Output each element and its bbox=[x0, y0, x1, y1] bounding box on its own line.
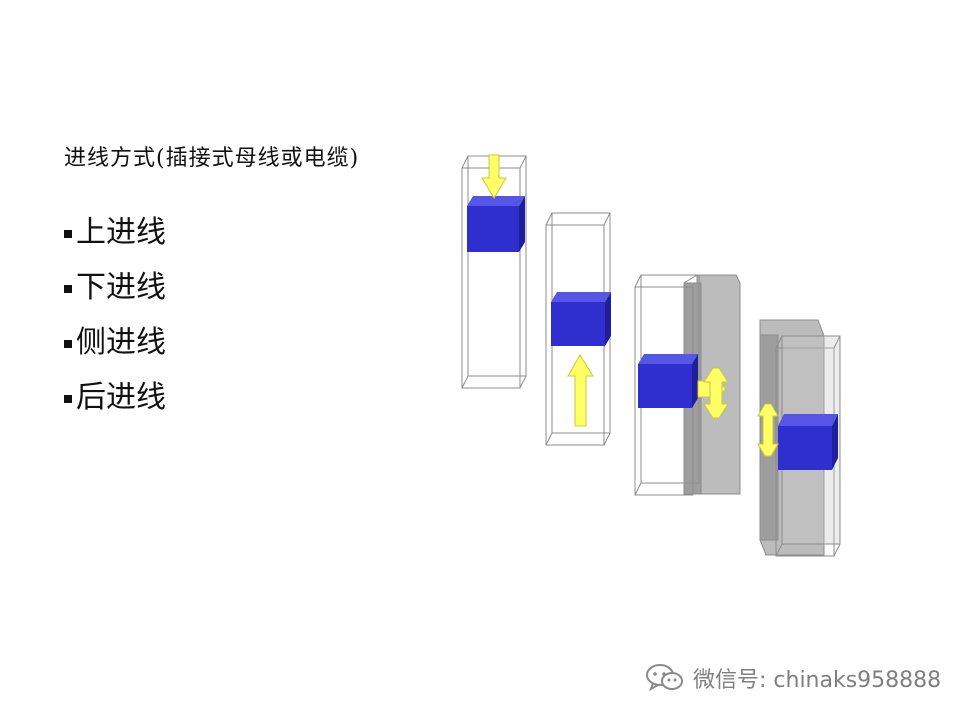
square-bullet-icon bbox=[64, 229, 72, 238]
watermark: 微信号: chinaks958888 bbox=[645, 662, 941, 694]
cabinet-top-entry bbox=[461, 154, 527, 389]
square-bullet-icon bbox=[64, 394, 72, 403]
bullet-list: 上进线 下进线 侧进线 后进线 bbox=[64, 205, 166, 425]
bullet-item-rear-entry: 后进线 bbox=[64, 370, 166, 425]
arrow-down-icon bbox=[481, 154, 507, 199]
cabinet-bottom-entry bbox=[545, 212, 611, 446]
cabinet-side-entry bbox=[634, 274, 741, 496]
arrow-up-icon bbox=[567, 354, 594, 427]
bullet-label: 侧进线 bbox=[76, 325, 166, 360]
cabinet-rear-entry bbox=[757, 319, 841, 557]
arrow-left-right-icon bbox=[697, 367, 729, 419]
square-bullet-icon bbox=[64, 339, 72, 348]
arrow-up-down-icon bbox=[757, 403, 779, 457]
bullet-item-bottom-entry: 下进线 bbox=[64, 260, 166, 315]
wechat-icon bbox=[645, 663, 685, 693]
busbar-box bbox=[778, 414, 838, 470]
busbar-box bbox=[551, 292, 611, 346]
bullet-label: 上进线 bbox=[76, 215, 166, 250]
bullet-label: 下进线 bbox=[76, 270, 166, 305]
busbar-box bbox=[467, 196, 525, 252]
square-bullet-icon bbox=[64, 284, 72, 293]
slide-title: 进线方式(插接式母线或电缆) bbox=[64, 146, 360, 171]
bullet-label: 后进线 bbox=[76, 380, 166, 415]
busbar-box bbox=[638, 354, 698, 408]
watermark-text: 微信号: chinaks958888 bbox=[693, 668, 942, 693]
bullet-item-side-entry: 侧进线 bbox=[64, 315, 166, 370]
bullet-item-top-entry: 上进线 bbox=[64, 205, 166, 260]
